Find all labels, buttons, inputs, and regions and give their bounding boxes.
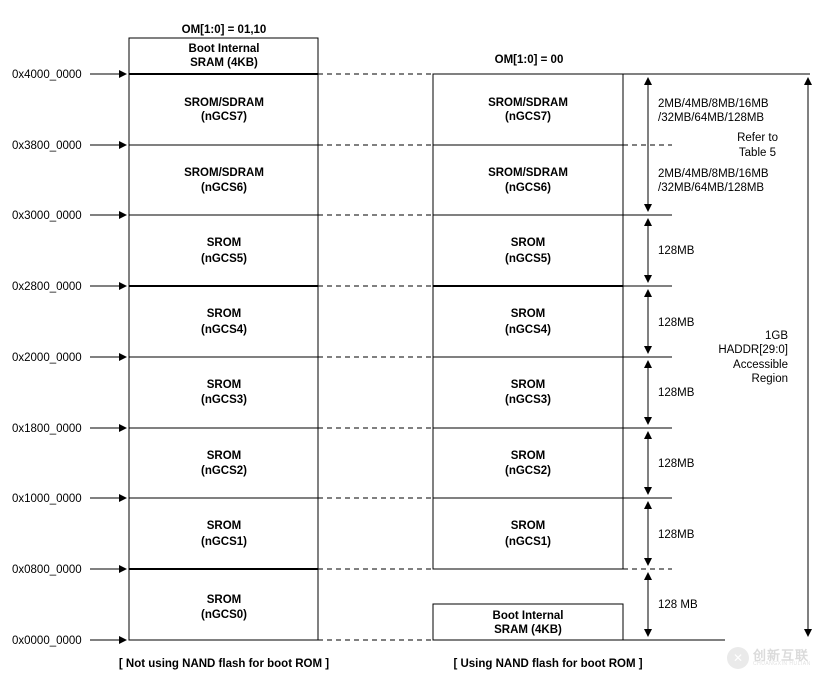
left-boot-sram-label: SRAM (4KB) [190,57,258,69]
bank-size-label: 128MB [658,458,695,470]
left-bank-chip-select: (nGCS6) [201,182,247,194]
right-bank-chip-select: (nGCS6) [505,182,551,194]
left-bank-chip-select: (nGCS5) [201,253,247,265]
address-label: 0x2000_0000 [12,352,82,364]
sdram-size-label: /32MB/64MB/128MB [658,112,764,124]
right-bank-name: SROM [511,520,546,532]
right-boot-sram-label: SRAM (4KB) [494,624,562,636]
watermark-icon: ✕ [727,647,749,669]
address-label: 0x2800_0000 [12,281,82,293]
right-boot-sram-block [432,603,624,641]
bank-size-label: 128MB [658,245,695,257]
bank-size-arrows [644,77,812,637]
sdram-size-label: 2MB/4MB/8MB/16MB [658,98,769,110]
watermark-logo: ✕ 创新互联 CHUANGXIN HULIAN [727,645,811,671]
left-bank-chip-select: (nGCS3) [201,394,247,406]
left-bank-chip-select: (nGCS4) [201,324,247,336]
right-bank-name: SROM [511,237,546,249]
left-map-labels: Boot Internal SRAM (4KB) SROM/SDRAM (nGC… [184,43,264,621]
right-bank-chip-select: (nGCS4) [505,324,551,336]
right-memory-map [432,73,624,641]
left-bank-name: SROM [207,308,242,320]
left-bank-name: SROM [207,379,242,391]
right-caption: [ Using NAND flash for boot ROM ] [453,658,642,670]
left-bank-chip-select: (nGCS7) [201,111,247,123]
dashed-connectors [318,73,672,641]
left-bank-chip-select: (nGCS0) [201,609,247,621]
left-bank-chip-select: (nGCS2) [201,465,247,477]
bank0-size-label: 128 MB [658,599,698,611]
right-bank-chip-select: (nGCS5) [505,253,551,265]
region-desc: Region [752,373,788,385]
right-map-labels: SROM/SDRAM (nGCS7) SROM/SDRAM (nGCS6) SR… [488,97,568,636]
watermark-text: 创新互联 [753,648,810,663]
left-memory-map [128,37,319,641]
total-region-label: 1GB HADDR[29:0] Accessible Region [718,330,788,385]
bank-size-label: 128MB [658,529,695,541]
right-bank-name: SROM/SDRAM [488,167,568,179]
watermark-subtext: CHUANGXIN HULIAN [753,661,811,667]
left-bank-name: SROM/SDRAM [184,167,264,179]
right-map-outline [432,73,624,570]
size-labels: 2MB/4MB/8MB/16MB /32MB/64MB/128MB Refer … [658,98,778,611]
left-bank-name: SROM [207,237,242,249]
right-bank-name: SROM [511,379,546,391]
right-bank-name: SROM/SDRAM [488,97,568,109]
region-desc: Accessible [733,359,788,371]
right-bank-chip-select: (nGCS2) [505,465,551,477]
right-boot-sram-label: Boot Internal [493,610,564,622]
right-bank-chip-select: (nGCS1) [505,536,551,548]
right-bank-name: SROM [511,308,546,320]
refer-table-note: Refer to [737,132,778,144]
address-arrows [90,70,127,644]
right-mode-header: OM[1:0] = 00 [495,54,564,66]
left-bank-name: SROM [207,450,242,462]
address-label: 0x1800_0000 [12,423,82,435]
refer-table-note: Table 5 [739,147,776,159]
sdram-size-label: /32MB/64MB/128MB [658,182,764,194]
bank-size-label: 128MB [658,387,695,399]
sdram-size-label: 2MB/4MB/8MB/16MB [658,168,769,180]
left-bank-name: SROM/SDRAM [184,97,264,109]
right-bank-name: SROM [511,450,546,462]
address-label: 0x3000_0000 [12,210,82,222]
address-label: 0x0800_0000 [12,564,82,576]
left-mode-header: OM[1:0] = 01,10 [182,24,267,36]
bank-size-label: 128MB [658,317,695,329]
right-bank-chip-select: (nGCS7) [505,111,551,123]
address-label: 0x1000_0000 [12,493,82,505]
left-bank-chip-select: (nGCS1) [201,536,247,548]
address-labels: 0x4000_0000 0x3800_0000 0x3000_0000 0x28… [12,69,82,647]
address-label: 0x3800_0000 [12,140,82,152]
left-bank-name: SROM [207,594,242,606]
right-bank-chip-select: (nGCS3) [505,394,551,406]
address-label: 0x0000_0000 [12,635,82,647]
region-address-bus: HADDR[29:0] [718,344,788,356]
region-size: 1GB [765,330,788,342]
region-extension-lines [623,73,810,641]
left-boot-sram-label: Boot Internal [189,43,260,55]
left-caption: [ Not using NAND flash for boot ROM ] [119,658,329,670]
address-label: 0x4000_0000 [12,69,82,81]
left-bank-name: SROM [207,520,242,532]
